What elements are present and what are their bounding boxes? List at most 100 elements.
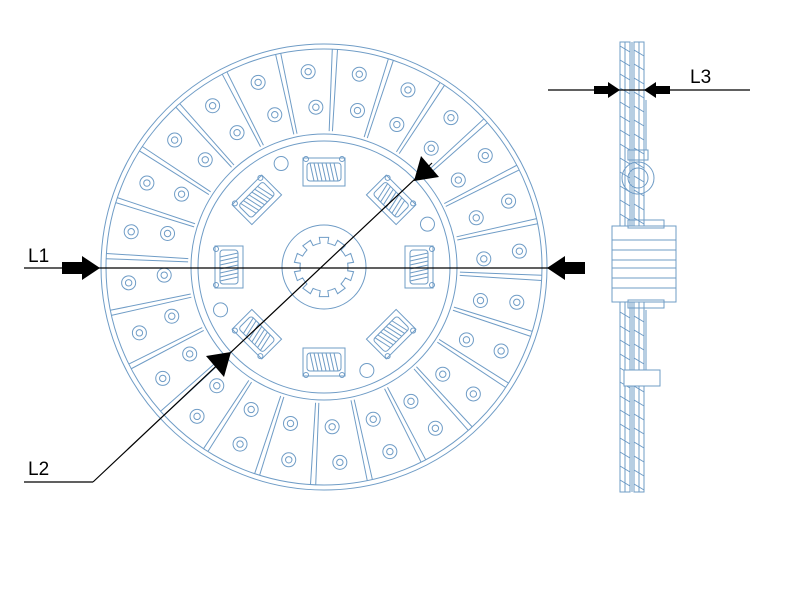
rivet-inner [201,156,209,164]
side-view-hatching [619,45,645,491]
rivet-inner [236,440,244,448]
spring-coil [409,252,429,258]
spring-coil [219,272,239,278]
hatch-mark [633,49,645,57]
spring-coil [219,268,239,274]
segment-divider-line [353,399,373,480]
rivet-inner [476,296,485,305]
hatch-mark [619,465,631,473]
segment-divider-line [115,202,195,228]
hatch-mark [619,451,631,459]
spring-coil [409,256,429,262]
friction-segment-dividers [106,49,542,485]
rivet-outer [468,210,484,226]
rivet-outer [365,411,381,427]
rivet-outer [351,66,367,82]
rivet-outer [160,226,176,242]
rivet-inner [208,102,217,110]
spring-coil [251,191,268,203]
rivet-outer [243,401,259,417]
hatch-mark [619,59,631,67]
rivet-inner [185,350,194,358]
rivet-inner [233,128,241,137]
spring-body [219,249,239,285]
spring-body [239,316,275,352]
rivet-inner [328,423,336,431]
spring-coil [385,325,403,337]
hatch-mark [633,91,645,99]
hatch-mark [619,129,631,137]
hatch-mark [619,479,631,487]
spring-coil [388,194,400,211]
hatch-mark [619,101,631,109]
hatch-mark [619,437,631,445]
hatch-mark [633,469,645,477]
rivet-outer [349,103,365,119]
side-hub [611,225,677,303]
segment-divider-line [437,341,506,388]
l3-arrow-left [594,82,620,98]
rivet-inner [213,382,221,390]
spring-body [306,352,342,372]
dimension-annotations [24,82,750,483]
spring-body [239,182,275,218]
spring-coil [325,162,331,182]
rivet-outer [324,419,340,435]
rivet-outer [509,294,525,310]
segment-divider-line [130,330,204,370]
rivet-inner [407,397,415,406]
damper-spring [302,156,346,187]
rivet-outer [427,420,443,436]
l2-arrow-upper [414,156,439,181]
rivet-outer [476,251,492,267]
hatch-mark [633,427,645,435]
spring-window [404,245,434,289]
rivet-inner [513,298,521,306]
segment-divider-line [221,73,261,147]
segment-divider-line [398,85,445,154]
spring-window [365,308,417,360]
spring-coil [380,186,391,203]
rivet-outer [209,378,225,394]
hatch-mark [619,87,631,95]
damper-spring [365,308,417,360]
hatch-mark [633,413,645,421]
rivet-outer [155,370,171,386]
spring-coil [243,200,260,211]
rivet-inner [497,347,505,355]
rivet-outer [465,386,481,402]
spring-coil [254,188,271,200]
hatch-mark [633,175,645,183]
hatch-mark [619,325,631,333]
rivet-outer [182,346,198,362]
rivet-outer [472,292,488,308]
segment-divider-line [328,49,333,132]
hatch-mark [633,329,645,337]
rivet-outer [205,98,221,114]
rivet-inner [168,312,176,320]
spring-coil [391,197,403,214]
spring-body [409,249,429,285]
spring-coil [317,162,323,182]
spring-coil [329,162,335,182]
spring-coil [380,331,397,343]
rivet-inner [124,279,133,287]
segment-divider-line [207,381,252,452]
damper-spring [365,174,417,226]
spring-coil [254,328,266,346]
segment-divider-line [416,366,473,428]
segment-divider-line [226,71,264,146]
hatch-mark [619,409,631,417]
l2-arrow-lower [206,352,231,377]
spring-window [231,308,283,360]
rivet-inner [454,176,463,184]
spring-coil [248,194,265,206]
spring-coil [219,256,239,262]
spring-coil [309,352,315,372]
segment-divider-line [459,271,542,276]
rivet-inner [193,412,201,421]
rivet-outer [229,125,245,141]
clutch-disc-front-view [100,43,548,491]
rivet-inner [469,390,478,398]
segment-divider-line [142,146,211,193]
